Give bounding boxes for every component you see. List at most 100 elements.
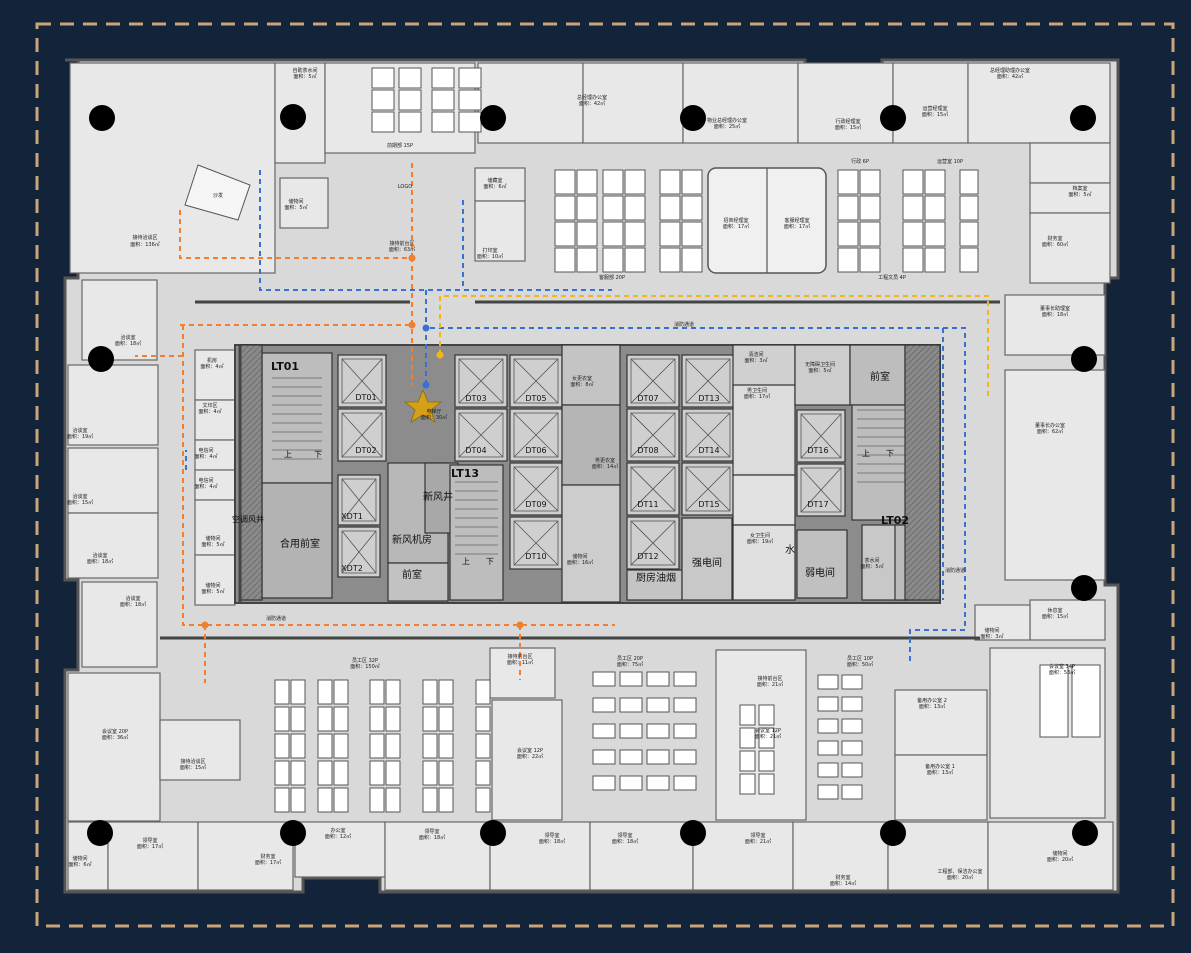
- column-8: [1071, 346, 1097, 372]
- label-dt03: DT03: [465, 394, 486, 403]
- lift-dt02-cab: [341, 412, 383, 458]
- label-dt01: DT01: [355, 393, 376, 402]
- desk-staff32: [290, 679, 306, 705]
- desk-staff32: [438, 787, 454, 813]
- desk-staff20: [592, 697, 616, 713]
- room-label-stationery-area: 面积：4㎡: [198, 408, 221, 415]
- room-label-meeting-right-area: 面积：53㎡: [1049, 669, 1075, 676]
- dashed-frame: [35, 22, 1175, 928]
- column-7: [88, 346, 114, 372]
- lift-dt07-cab: [630, 358, 676, 404]
- desk-staff32: [274, 760, 290, 786]
- room-label-meeting-small-area: 面积：21㎡: [755, 733, 781, 740]
- room-label-staff-32p: 员工区 32P: [352, 658, 378, 664]
- label-dt13: DT13: [698, 394, 719, 403]
- room-label-office-12-area: 面积：12㎡: [325, 833, 351, 840]
- column-14: [880, 820, 906, 846]
- desk-staff32: [317, 787, 333, 813]
- room-label-logo: LOGO: [398, 184, 412, 190]
- room-label-elec1: 电信间: [198, 447, 213, 454]
- lift-dt11-cross: [630, 466, 676, 512]
- label-dt14: DT14: [698, 446, 719, 455]
- desk-staff32: [274, 787, 290, 813]
- room-label-tea-area: 面积：5㎡: [860, 563, 883, 570]
- desk-staff10: [817, 740, 839, 756]
- room-label-recept-desk3-area: 面积：21㎡: [757, 681, 783, 688]
- room-label-neg3: 洽谈室: [72, 493, 87, 500]
- lift-dt13-cross: [685, 358, 731, 404]
- room-label-leader2: 领导室: [424, 828, 439, 835]
- bottom-rooms: [67, 647, 1114, 891]
- label-dt12: DT12: [637, 552, 658, 561]
- room-label-meeting-small: 会议室 12P: [755, 727, 781, 734]
- room-label-supply: 储藏室: [487, 177, 502, 184]
- desk-top-left: [371, 111, 395, 133]
- label-dt04: DT04: [465, 446, 486, 455]
- room-label-neg4-area: 面积：18㎡: [87, 558, 113, 565]
- room-label-ops-mgr: 运营经理室: [922, 105, 947, 112]
- desk-staff32: [475, 733, 491, 759]
- lift-dt12-cross: [630, 520, 676, 566]
- desk-top-left: [371, 67, 395, 89]
- room-labels: 接待洽谈区面积：136㎡沙发储物间面积：5㎡LOGO接待前台区面积：63㎡自助茶…: [67, 67, 1092, 887]
- room-label-female-wc-area: 面积：19㎡: [747, 538, 773, 545]
- label-weak-elec: 弱电间: [805, 566, 835, 579]
- desk-top-left: [458, 111, 482, 133]
- lift-xdt1-cab: [341, 478, 377, 522]
- desk-staff32: [333, 679, 349, 705]
- room-label-tea: 茶水间: [864, 557, 879, 564]
- room-label-neg2: 洽谈室: [72, 427, 87, 434]
- desk-meeting-right: [1039, 664, 1069, 738]
- desk-staff20: [592, 749, 616, 765]
- label-lt01: LT01: [271, 360, 299, 373]
- evacuation-routes: [135, 160, 989, 683]
- desk-customer: [624, 169, 646, 195]
- desk-staff32: [317, 679, 333, 705]
- desk-customer: [659, 169, 681, 195]
- room-label-neg5-area: 面积：18㎡: [120, 601, 146, 608]
- room-label-staff-20p: 员工区 20P: [617, 656, 643, 662]
- wind-shaft-left: [239, 344, 263, 601]
- desk-staff10: [841, 718, 863, 734]
- room-label-storage-mid-area: 面积：16㎡: [567, 559, 593, 566]
- room-label-leader3: 领导室: [544, 832, 559, 839]
- workstation-grids: [274, 67, 1101, 813]
- room-label-archive-area: 面积：5㎡: [1068, 191, 1091, 198]
- structural-columns: [87, 104, 1098, 846]
- desk-customer: [624, 221, 646, 247]
- column-2: [280, 104, 306, 130]
- desk-customer: [554, 169, 576, 195]
- room-label-ops-mgr-area: 面积：15㎡: [922, 111, 948, 118]
- desk-staff20: [646, 749, 670, 765]
- label-dt17: DT17: [807, 500, 828, 509]
- label-xdt1: XDT1: [341, 512, 363, 521]
- qianshi-right-room: [849, 344, 906, 406]
- desk-meeting-right: [1071, 664, 1101, 738]
- room-label-staff-20p-area: 面积：75㎡: [617, 661, 643, 668]
- desk-staff10: [841, 740, 863, 756]
- route-markers: [201, 254, 524, 629]
- column-4: [680, 105, 706, 131]
- room-label-meeting-mid: 会议室 12P: [517, 747, 543, 754]
- room-label-property-mgr-area: 面积：25㎡: [714, 123, 740, 130]
- desk-customer: [554, 247, 576, 273]
- room-label-rest-area: 面积：15㎡: [1042, 613, 1068, 620]
- lift-dt17-cross: [800, 467, 842, 513]
- desk-staff32: [385, 787, 401, 813]
- desk-staff32: [385, 679, 401, 705]
- label-dt15: DT15: [698, 500, 719, 509]
- desk-staff32: [438, 760, 454, 786]
- desk-staff20: [592, 775, 616, 791]
- room-label-dept-mgr2: 客服经理室: [784, 217, 809, 224]
- lift-xdt1-cross: [341, 478, 377, 522]
- label-xinfeng-room: 新风机房: [392, 533, 432, 546]
- desk-ops: [902, 247, 924, 273]
- room-label-stationery: 文印区: [202, 402, 217, 409]
- female-wc: [732, 524, 796, 601]
- desk-top-left: [458, 67, 482, 89]
- stair-lt01: [261, 352, 333, 484]
- lift-dt04-cross: [458, 412, 504, 458]
- room-label-recept-desk2-area: 面积：11㎡: [507, 659, 533, 666]
- desk-staff32: [385, 706, 401, 732]
- barrier-free-wc: [732, 474, 796, 526]
